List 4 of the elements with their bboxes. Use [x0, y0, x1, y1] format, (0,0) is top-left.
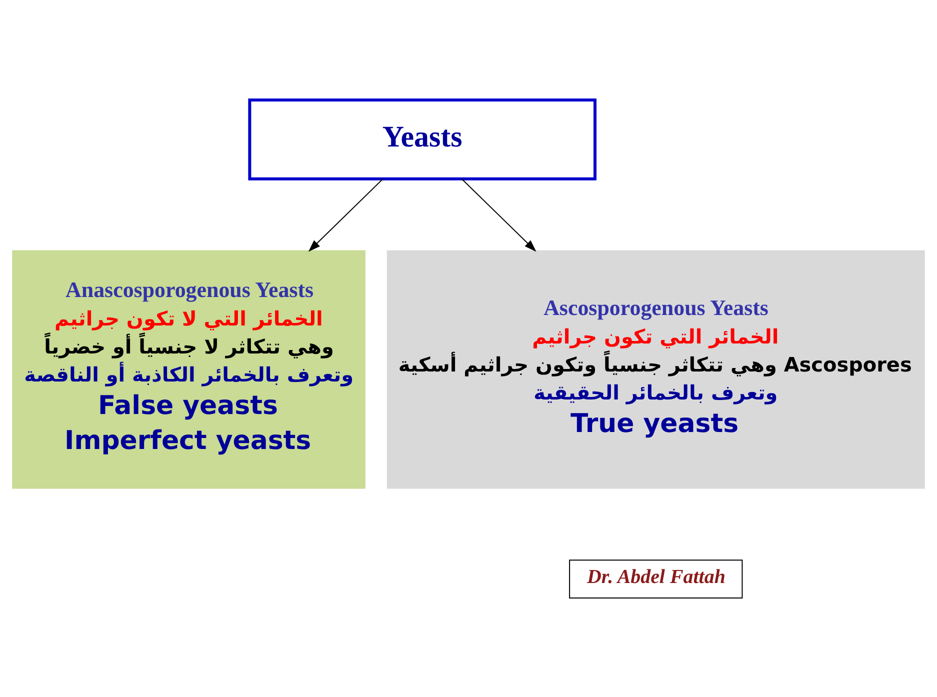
node-box: Yeasts — [248, 98, 596, 180]
arrow — [308, 178, 384, 252]
arrow — [461, 178, 536, 252]
node-box: Dr. Abdel Fattah — [569, 559, 743, 598]
